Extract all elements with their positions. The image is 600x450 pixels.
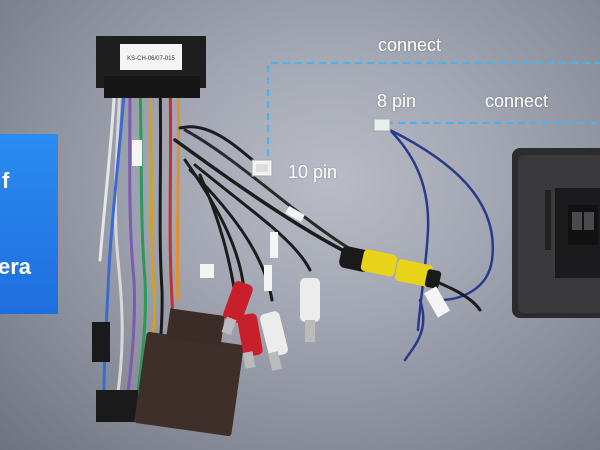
- promo-panel: f era: [0, 134, 58, 314]
- yellow-rca: [339, 246, 442, 289]
- main-connector: KS-CH-06/07-015: [96, 36, 206, 98]
- connector-sticker: KS-CH-06/07-015: [127, 56, 175, 62]
- pin10-label: 10 pin: [288, 162, 338, 182]
- pin10-connector: [251, 159, 273, 177]
- pin8-connector: [373, 118, 391, 132]
- connect-label-right: connect: [485, 91, 549, 111]
- pin8-label: 8 pin: [377, 91, 417, 111]
- red-white-rca: [221, 278, 320, 371]
- dashed-line-top: [266, 61, 600, 168]
- promo-text-1: f: [2, 168, 10, 193]
- head-unit: [512, 148, 600, 318]
- control-box: [134, 308, 244, 436]
- connect-label-top: connect: [378, 35, 442, 55]
- promo-text-2: era: [0, 254, 32, 279]
- bottom-connector: [96, 390, 138, 422]
